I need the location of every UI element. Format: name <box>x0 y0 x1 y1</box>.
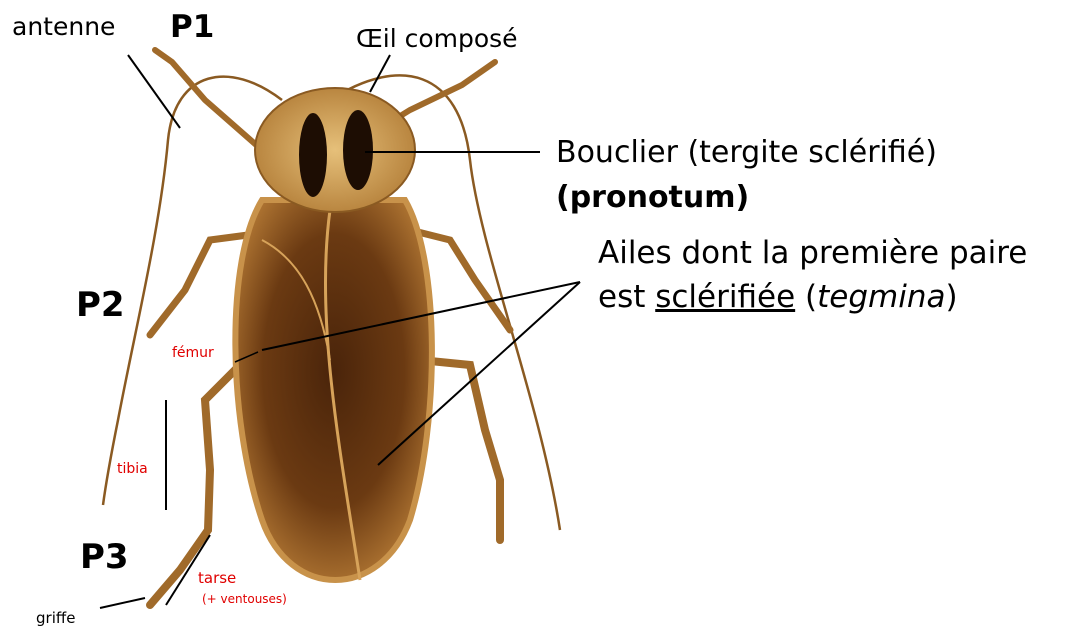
label-ventouses: (+ ventouses) <box>202 593 287 605</box>
label-tarse: tarse <box>198 571 236 586</box>
label-pronotum: (pronotum) <box>556 183 749 213</box>
shield-dark-mark-left <box>299 113 327 197</box>
leader-griffe <box>100 598 145 608</box>
ailes-prefix: est <box>598 279 655 315</box>
label-griffe: griffe <box>36 611 75 626</box>
ailes-sclerifiee: sclérifiée <box>655 279 795 315</box>
label-p2: P2 <box>76 288 125 322</box>
label-bouclier: Bouclier (tergite sclérifié) <box>556 138 937 168</box>
label-femur: fémur <box>172 346 214 360</box>
ailes-tegmina: tegmina <box>817 279 945 315</box>
label-tibia: tibia <box>117 462 148 476</box>
ailes-open-paren: ( <box>795 279 817 315</box>
label-ailes-line2: est sclérifiée (tegmina) <box>598 282 958 313</box>
shield-dark-mark-right <box>343 110 373 190</box>
pronotum-shield <box>255 88 415 212</box>
label-antenne: antenne <box>12 14 115 39</box>
left-front-leg <box>155 50 262 150</box>
label-p1: P1 <box>170 12 214 43</box>
label-ailes-line1: Ailes dont la première paire <box>598 238 1027 269</box>
leader-oeil <box>370 55 390 92</box>
label-p3: P3 <box>80 540 129 574</box>
label-oeil-compose: Œil composé <box>356 26 518 51</box>
ailes-close-paren: ) <box>945 279 957 315</box>
